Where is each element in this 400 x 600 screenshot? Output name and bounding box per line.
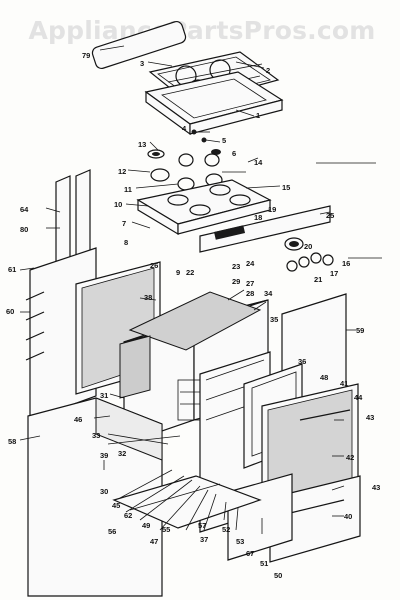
part-label: 53 bbox=[236, 537, 244, 546]
part-label: 42 bbox=[346, 453, 354, 462]
part-label: 55 bbox=[162, 525, 170, 534]
part-label: 20 bbox=[304, 242, 312, 251]
part-label: 48 bbox=[320, 373, 328, 382]
part-label: 49 bbox=[142, 521, 150, 530]
part-label: 50 bbox=[274, 571, 282, 580]
part-label: 7 bbox=[122, 219, 126, 228]
part-label: 58 bbox=[8, 437, 16, 446]
watermark: AppliancePartsPros.com bbox=[28, 16, 376, 45]
part-label: 60 bbox=[6, 307, 14, 316]
part-label: 31 bbox=[100, 391, 108, 400]
part-label: 4 bbox=[182, 124, 187, 133]
part-label: 46 bbox=[74, 415, 82, 424]
part-label: 39 bbox=[100, 451, 108, 460]
part-label: 35 bbox=[270, 315, 278, 324]
part-label: 40 bbox=[344, 512, 352, 521]
control-knobs bbox=[284, 237, 334, 272]
part-label: 25 bbox=[326, 211, 334, 220]
part-label: 21 bbox=[314, 275, 322, 284]
part-label: 26 bbox=[150, 261, 158, 270]
part-label: 62 bbox=[124, 511, 132, 520]
part-label: 14 bbox=[254, 158, 263, 167]
part-label: 17 bbox=[330, 269, 338, 278]
part-label: 32 bbox=[118, 449, 126, 458]
manifold-panel bbox=[199, 205, 331, 253]
part-label: 44 bbox=[354, 393, 363, 402]
part-label: 2 bbox=[266, 66, 270, 75]
burner-box bbox=[136, 179, 272, 236]
part-label: 6 bbox=[232, 149, 236, 158]
part-label: 38 bbox=[144, 293, 152, 302]
part-label: 51 bbox=[260, 559, 268, 568]
burner-heads bbox=[147, 149, 246, 191]
part-label: 3 bbox=[140, 59, 144, 68]
small-screws bbox=[191, 129, 221, 155]
part-label: 15 bbox=[282, 183, 290, 192]
cooktop-main-top bbox=[144, 71, 284, 136]
part-label: 11 bbox=[124, 185, 132, 194]
part-label: 67 bbox=[246, 549, 254, 558]
bottom-tray bbox=[112, 475, 262, 529]
part-label: 28 bbox=[246, 289, 254, 298]
part-label: 5 bbox=[222, 136, 226, 145]
part-label: 37 bbox=[200, 535, 208, 544]
part-label: 29 bbox=[232, 277, 240, 286]
part-label: 10 bbox=[114, 200, 122, 209]
part-label: 34 bbox=[264, 289, 273, 298]
part-label: 8 bbox=[124, 238, 128, 247]
part-label: 59 bbox=[356, 326, 364, 335]
part-label: 33 bbox=[92, 431, 100, 440]
part-label: 80 bbox=[20, 225, 28, 234]
part-label: 56 bbox=[108, 527, 116, 536]
part-label: 19 bbox=[268, 205, 276, 214]
part-label: 45 bbox=[112, 501, 120, 510]
burner-grate-handle bbox=[91, 20, 187, 70]
leader-lines bbox=[19, 45, 356, 534]
part-label: 12 bbox=[118, 167, 126, 176]
part-label: 16 bbox=[342, 259, 350, 268]
insulation-top bbox=[119, 291, 262, 399]
part-label: 1 bbox=[256, 111, 260, 120]
side-rails bbox=[55, 169, 91, 277]
part-label: 64 bbox=[20, 205, 29, 214]
part-label: 43 bbox=[372, 483, 380, 492]
part-label: 41 bbox=[340, 379, 348, 388]
part-label: 23 bbox=[232, 262, 240, 271]
part-label: 22 bbox=[186, 268, 194, 277]
part-label: 24 bbox=[246, 259, 255, 268]
part-label: 61 bbox=[8, 265, 16, 274]
part-label: 52 bbox=[222, 525, 230, 534]
part-label: 36 bbox=[298, 357, 306, 366]
part-label: 57 bbox=[198, 521, 206, 530]
part-label: 43 bbox=[366, 413, 374, 422]
base-front-panel bbox=[27, 397, 163, 597]
part-label: 30 bbox=[100, 487, 108, 496]
part-label: 47 bbox=[150, 537, 158, 546]
part-label: 27 bbox=[246, 279, 254, 288]
part-label: 13 bbox=[138, 140, 146, 149]
part-label: 79 bbox=[82, 51, 90, 60]
part-label: 9 bbox=[176, 268, 180, 277]
part-label: 18 bbox=[254, 213, 262, 222]
part-labels: 79 3 2 1 4 5 6 13 14 12 11 15 10 19 18 6… bbox=[6, 51, 380, 580]
